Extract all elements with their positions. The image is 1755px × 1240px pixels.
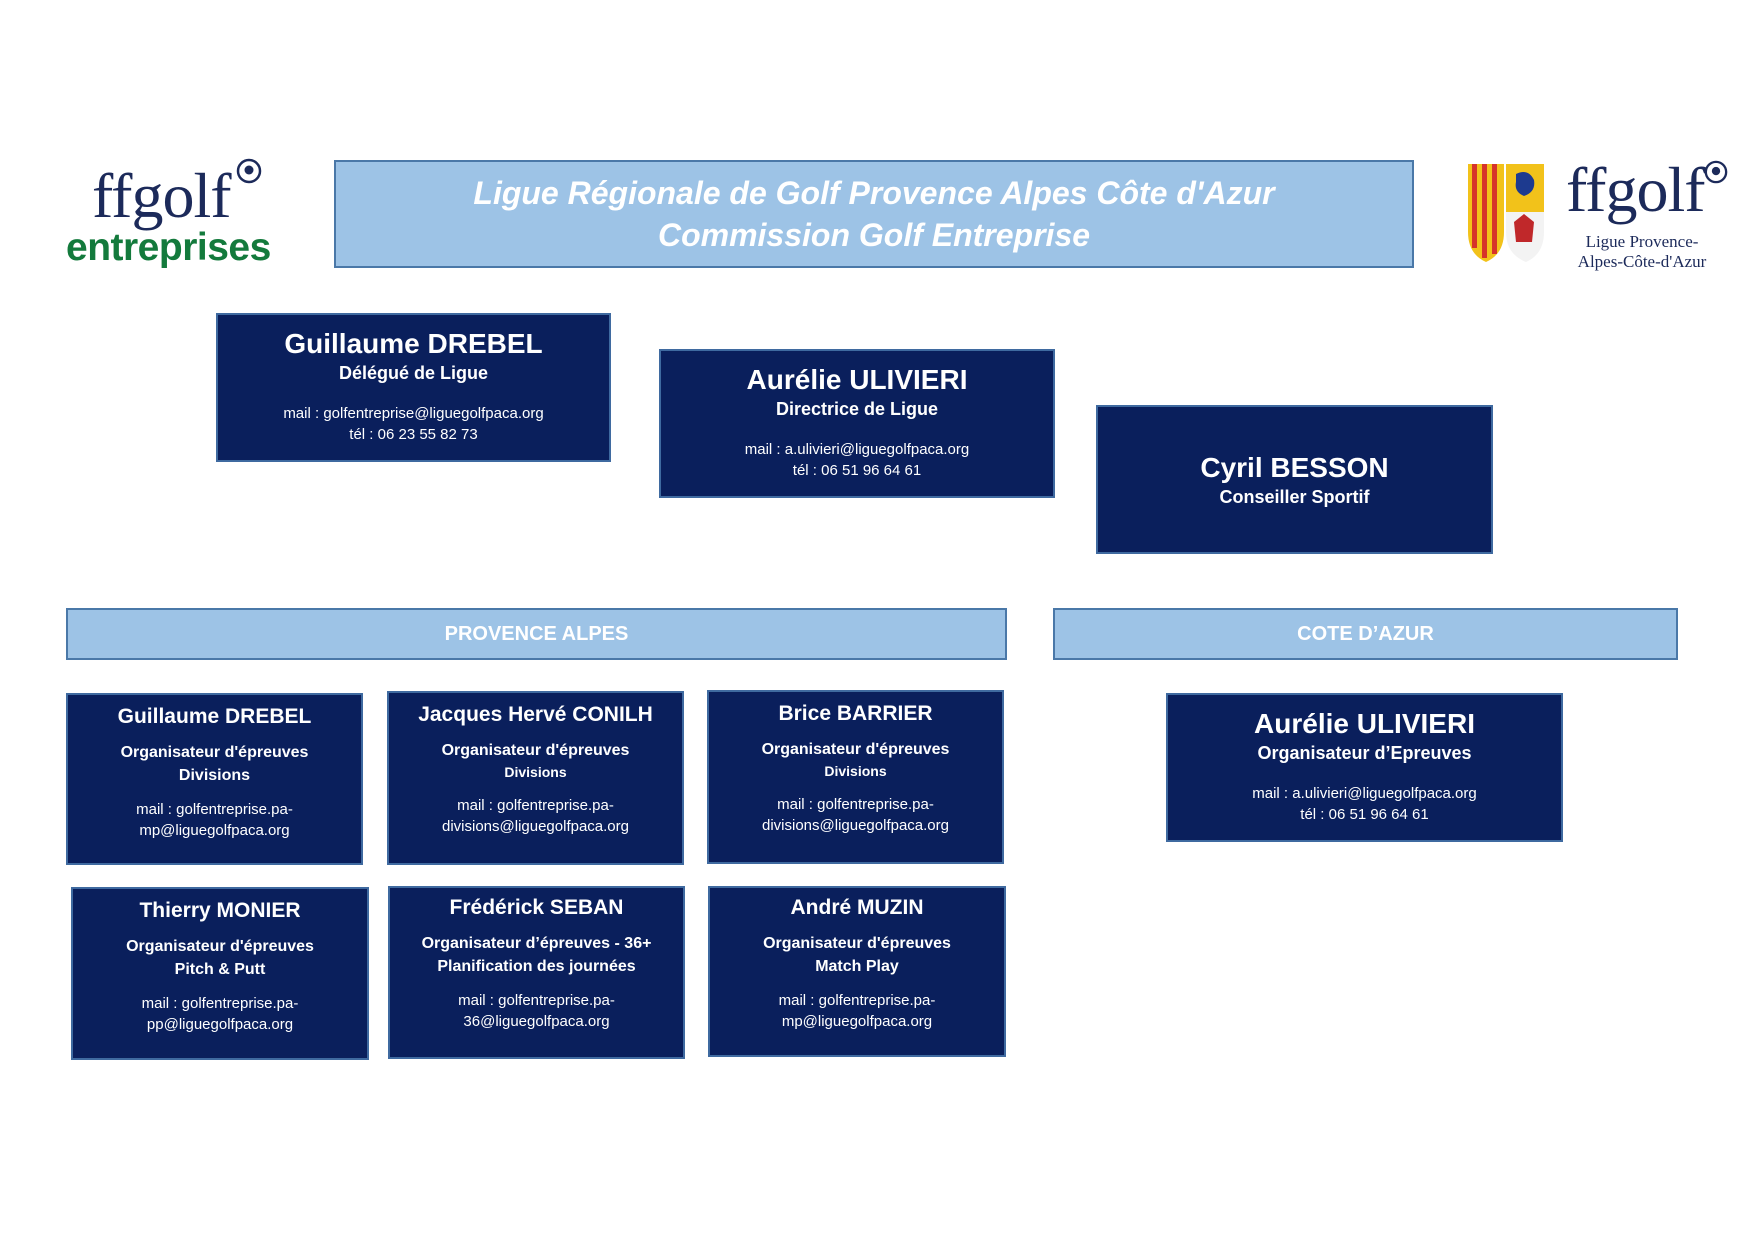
person-role-detail: Divisions: [824, 763, 887, 779]
person-role-detail: Divisions: [504, 764, 567, 780]
person-mail: mail : golfentreprise.pa-: [778, 992, 936, 1009]
paca-coat-of-arms-icon: [1468, 164, 1544, 262]
card-organisateur: André MUZIN Organisateur d'épreuves Matc…: [708, 886, 1006, 1057]
person-name: Jacques Hervé CONILH: [418, 703, 653, 726]
person-role-detail: Pitch & Putt: [174, 961, 266, 978]
card-organisateur: Jacques Hervé CONILH Organisateur d'épre…: [387, 691, 684, 865]
person-mail: mail : golfentreprise.pa-: [141, 995, 299, 1012]
person-name: Thierry MONIER: [139, 899, 301, 922]
card-organisateur-cote-azur: Aurélie ULIVIERI Organisateur d’Epreuves…: [1166, 693, 1563, 842]
card-delegue-ligue: Guillaume DREBEL Délégué de Ligue mail :…: [216, 313, 611, 462]
person-role: Conseiller Sportif: [1219, 487, 1370, 507]
person-name: Frédérick SEBAN: [449, 896, 624, 919]
person-role: Organisateur d'épreuves: [441, 742, 630, 759]
ffgolf-entreprises-logo: ffgolf entreprises: [64, 156, 274, 276]
logo-right-line1: Ligue Provence-: [1585, 232, 1699, 251]
person-mail-cont: mp@liguegolfpaca.org: [781, 1013, 933, 1030]
page-subtitle: Commission Golf Entreprise: [657, 217, 1091, 253]
person-name: Brice BARRIER: [778, 702, 933, 725]
page-title: Ligue Régionale de Golf Provence Alpes C…: [473, 175, 1275, 211]
person-role-detail: Match Play: [815, 958, 899, 975]
person-role: Organisateur d’épreuves - 36+: [421, 935, 652, 952]
person-role: Organisateur d’Epreuves: [1257, 743, 1472, 763]
person-role: Directrice de Ligue: [775, 399, 939, 419]
logo-left-word: ffgolf: [92, 160, 232, 231]
person-mail: mail : golfentreprise.pa-: [777, 796, 934, 813]
person-role: Délégué de Ligue: [338, 363, 489, 383]
person-mail-cont: pp@liguegolfpaca.org: [146, 1016, 294, 1033]
person-name: Aurélie ULIVIERI: [1254, 708, 1475, 739]
page-title-banner: Ligue Régionale de Golf Provence Alpes C…: [334, 160, 1414, 268]
person-mail: mail : golfentreprise.pa-: [458, 992, 615, 1009]
person-name: Cyril BESSON: [1200, 452, 1389, 483]
logo-left-sub: entreprises: [66, 226, 271, 269]
registered-mark-icon: [1704, 160, 1728, 184]
region-label: COTE D’AZUR: [1297, 622, 1434, 645]
logo-right-line2: Alpes-Côte-d'Azur: [1577, 252, 1707, 271]
card-organisateur: Thierry MONIER Organisateur d'épreuves P…: [71, 887, 369, 1060]
person-role-detail: Divisions: [178, 767, 251, 784]
ffgolf-ligue-paca-logo: ffgolf Ligue Provence- Alpes-Côte-d'Azur: [1466, 158, 1736, 278]
person-mail: mail : golfentreprise@liguegolfpaca.org: [283, 405, 544, 422]
person-role: Organisateur d'épreuves: [763, 935, 951, 952]
person-name: Guillaume DREBEL: [117, 705, 312, 728]
person-name: André MUZIN: [790, 896, 924, 919]
region-banner-cote-azur: COTE D’AZUR: [1053, 608, 1678, 660]
region-banner-provence-alpes: PROVENCE ALPES: [66, 608, 1007, 660]
person-mail-cont: mp@liguegolfpaca.org: [139, 822, 290, 839]
logo-right-caption: Ligue Provence- Alpes-Côte-d'Azur: [1562, 232, 1722, 272]
person-tel: tél : 06 23 55 82 73: [349, 426, 478, 443]
person-mail: mail : a.ulivieri@liguegolfpaca.org: [1252, 785, 1477, 802]
person-role: Organisateur d'épreuves: [120, 744, 309, 761]
card-directrice-ligue: Aurélie ULIVIERI Directrice de Ligue mai…: [659, 349, 1055, 498]
person-tel: tél : 06 51 96 64 61: [1300, 806, 1429, 823]
person-role: Organisateur d'épreuves: [126, 938, 314, 955]
person-mail: mail : golfentreprise.pa-: [136, 801, 293, 818]
person-mail-cont: 36@liguegolfpaca.org: [463, 1013, 610, 1030]
person-tel: tél : 06 51 96 64 61: [792, 462, 922, 479]
person-mail: mail : golfentreprise.pa-: [457, 797, 614, 814]
person-name: Guillaume DREBEL: [284, 328, 543, 359]
registered-mark-icon: [236, 158, 262, 184]
person-mail: mail : a.ulivieri@liguegolfpaca.org: [744, 441, 970, 458]
card-organisateur: Brice BARRIER Organisateur d'épreuves Di…: [707, 690, 1004, 864]
person-name: Aurélie ULIVIERI: [746, 364, 968, 395]
card-conseiller-sportif: Cyril BESSON Conseiller Sportif: [1096, 405, 1493, 554]
person-role: Organisateur d'épreuves: [761, 741, 950, 758]
card-organisateur: Guillaume DREBEL Organisateur d'épreuves…: [66, 693, 363, 865]
card-organisateur: Frédérick SEBAN Organisateur d’épreuves …: [388, 886, 685, 1059]
region-label: PROVENCE ALPES: [444, 622, 629, 645]
logo-right-word: ffgolf: [1566, 154, 1706, 225]
person-role-detail: Planification des journées: [437, 958, 636, 975]
person-mail-cont: divisions@liguegolfpaca.org: [441, 818, 629, 835]
person-mail-cont: divisions@liguegolfpaca.org: [761, 817, 949, 834]
